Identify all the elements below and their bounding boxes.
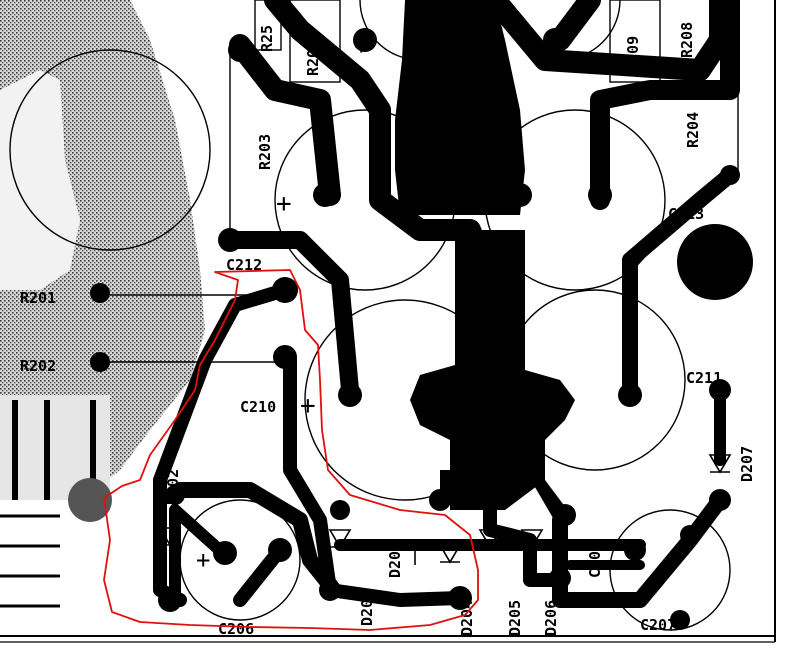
label-d206: D206 — [542, 600, 560, 636]
label-r209: R209 — [624, 36, 642, 72]
label-c207: C207 — [640, 616, 676, 634]
label-c206: C206 — [218, 620, 254, 638]
thin-traces — [110, 50, 739, 440]
label-r206: R206 — [304, 40, 322, 76]
label-d208: D208 — [386, 542, 404, 578]
polarity-marks: + + + + — [196, 32, 368, 574]
label-r202: R202 — [20, 357, 56, 375]
label-d204: D204 — [458, 600, 476, 636]
label-c210: C210 — [240, 398, 276, 416]
label-c211: C211 — [686, 369, 722, 387]
plus-mark-c206: + — [196, 546, 210, 574]
resistor-bodies — [254, 0, 661, 83]
component-labels: R201 R202 C212 C210 C213 C211 C206 C207 … — [20, 22, 756, 638]
solder-pads — [90, 28, 753, 630]
label-r203: R203 — [256, 134, 274, 170]
label-d203: D203 — [358, 590, 376, 626]
label-c212: C212 — [226, 256, 262, 274]
board-edge — [0, 0, 776, 643]
label-r205-partial: R25 — [258, 25, 276, 52]
plus-mark-top: + — [354, 32, 368, 60]
label-c213: C213 — [668, 205, 704, 223]
label-r208: R208 — [678, 22, 696, 58]
red-annotation-outline — [103, 269, 479, 631]
label-c209: C209 — [586, 542, 604, 578]
label-d202: D202 — [164, 469, 182, 505]
diode-symbols — [158, 454, 732, 565]
plus-mark-c210: + — [300, 391, 316, 421]
label-r201: R201 — [20, 289, 56, 307]
label-d207: D207 — [738, 446, 756, 482]
label-d205: D205 — [506, 600, 524, 636]
copper-pours — [395, 0, 575, 530]
plus-mark-c203: + — [276, 189, 292, 219]
label-r204: R204 — [684, 112, 702, 148]
